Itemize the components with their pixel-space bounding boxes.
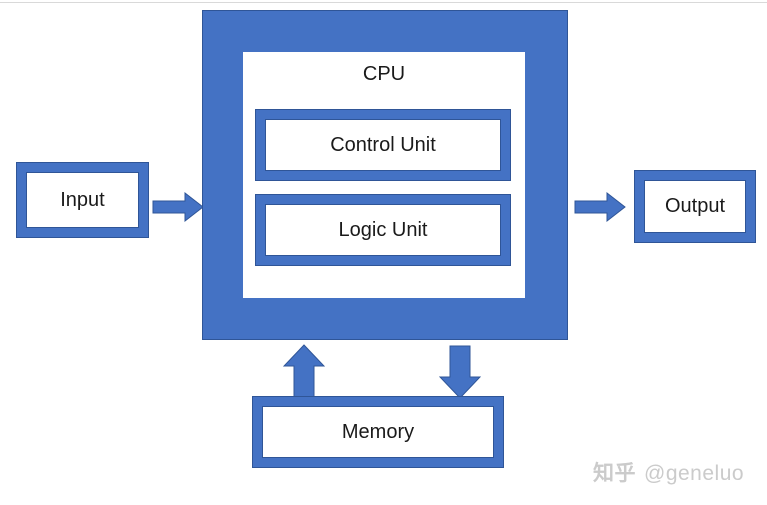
arrow-right-cpu-to-output-icon <box>574 191 626 223</box>
logic-unit-label: Logic Unit <box>338 218 428 241</box>
watermark-site-logo: 知乎 <box>593 462 636 485</box>
output-node-label: Output <box>664 195 726 217</box>
watermark-username: @geneluo <box>644 462 745 485</box>
memory-node-label: Memory <box>341 420 415 443</box>
control-unit-node: Control Unit <box>255 109 511 181</box>
control-unit-label: Control Unit <box>330 133 436 156</box>
logic-unit-node: Logic Unit <box>255 194 511 266</box>
arrow-down-cpu-to-memory-icon <box>439 345 481 399</box>
cpu-node: CPU Control Unit Logic Unit <box>202 10 568 340</box>
input-node-label: Input <box>60 188 105 211</box>
top-border-line <box>0 2 767 3</box>
watermark: 知乎 @geneluo <box>593 457 744 487</box>
output-node: Output <box>634 170 756 243</box>
arrow-right-input-to-cpu-icon <box>152 191 204 223</box>
memory-node: Memory <box>252 396 504 468</box>
cpu-node-label: CPU <box>362 63 406 85</box>
input-node: Input <box>16 162 149 238</box>
cpu-inner-panel: CPU Control Unit Logic Unit <box>243 52 525 298</box>
arrow-up-memory-to-cpu-icon <box>283 344 325 398</box>
